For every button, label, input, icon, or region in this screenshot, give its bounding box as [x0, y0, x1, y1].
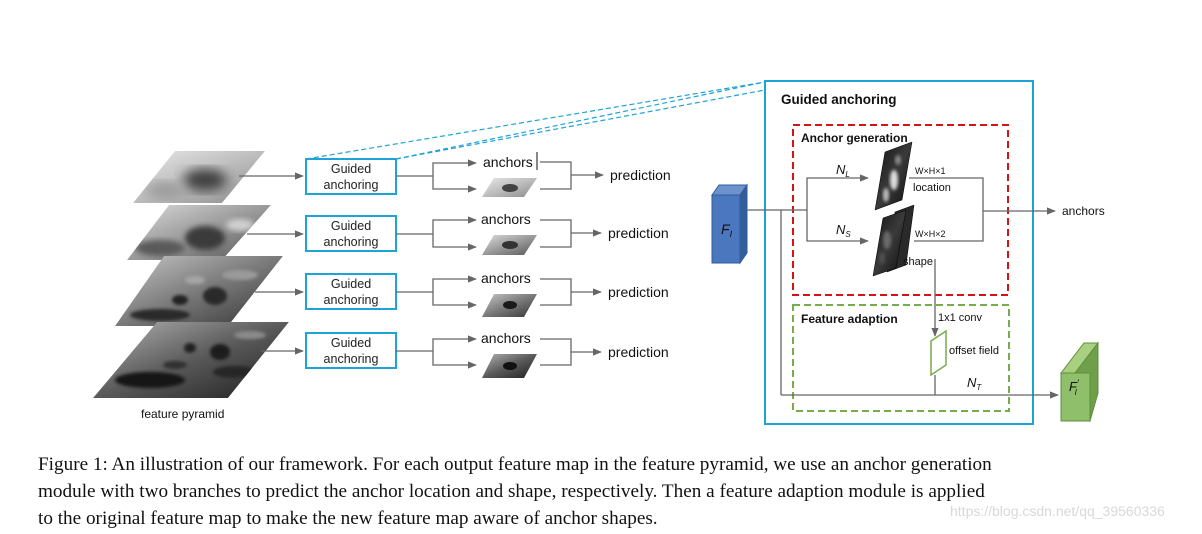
conv-label: 1x1 conv [938, 312, 983, 324]
output-feature-label: F′I [1069, 378, 1079, 397]
level-row-1: Guided anchoring anchors prediction [305, 152, 671, 197]
guided-anchoring-module-2 [305, 215, 397, 252]
prediction-label-4: prediction [608, 344, 669, 360]
shape-branch-label: NS [836, 222, 851, 239]
module-1-label-line2: anchoring [324, 178, 379, 192]
anchors-label-4: anchors [481, 330, 531, 346]
zoom-lines [305, 81, 766, 160]
level-row-3: Guided anchoring anchors prediction [305, 270, 669, 317]
module-1-label-line1: Guided [331, 162, 371, 176]
anchors-output-label: anchors [1062, 204, 1105, 218]
guided-anchoring-module-3 [305, 273, 397, 310]
level-row-2: Guided anchoring anchors prediction [305, 211, 669, 255]
figure-caption: Figure 1: An illustration of our framewo… [38, 451, 1188, 532]
output-feature-map: F′I [1059, 341, 1100, 423]
feature-adaption-box [792, 304, 1010, 412]
anchor-thumb-4 [482, 354, 537, 378]
feature-pyramid-label: feature pyramid [141, 407, 224, 421]
anchor-generation-title: Anchor generation [801, 131, 908, 145]
anchors-label-2: anchors [481, 211, 531, 227]
module-2-label-line1: Guided [331, 219, 371, 233]
location-dims: W×H×1 [915, 166, 946, 176]
anchors-label-3: anchors [481, 270, 531, 286]
anchors-label-1: anchors [483, 154, 533, 170]
input-feature-label: FI [721, 221, 733, 239]
feature-pyramid: feature pyramid [93, 151, 289, 421]
anchor-thumb-1 [482, 178, 537, 197]
prediction-label-3: prediction [608, 284, 669, 300]
offset-field-shape [930, 329, 947, 377]
location-branch-label: NL [836, 162, 850, 179]
input-feature-map: FI [711, 183, 748, 265]
anchor-thumb-2 [482, 235, 537, 255]
pyramid-to-module-arrows [239, 172, 304, 355]
pyramid-level-3-map [115, 256, 283, 326]
prediction-label-1: prediction [610, 167, 671, 183]
feature-adaption-title: Feature adaption [801, 312, 898, 326]
detail-frame [764, 80, 1034, 425]
shape-map [872, 204, 915, 277]
module-2-label-line2: anchoring [324, 235, 379, 249]
shape-dims: W×H×2 [915, 229, 946, 239]
pyramid-level-2-map [127, 205, 271, 260]
transform-label: NT [967, 375, 982, 392]
caption-line-3: to the original feature map to make the … [38, 508, 658, 529]
pyramid-level-1-map [133, 151, 265, 203]
offset-field-label: offset field [949, 345, 999, 357]
caption-line-2: module with two branches to predict the … [38, 481, 985, 502]
guided-anchoring-module-4 [305, 332, 397, 369]
location-name: location [913, 182, 951, 194]
module-4-label-line1: Guided [331, 336, 371, 350]
location-map [874, 141, 913, 211]
module-3-label-line2: anchoring [324, 293, 379, 307]
caption-line-1: Figure 1: An illustration of our framewo… [38, 454, 992, 475]
detail-title: Guided anchoring [781, 92, 897, 107]
guided-anchoring-detail: Guided anchoring Anchor generation Featu… [711, 80, 1105, 425]
detail-connectors [747, 174, 1059, 399]
level-row-4: Guided anchoring anchors prediction [305, 330, 669, 378]
watermark: https://blog.csdn.net/qq_39560336 [950, 503, 1165, 519]
module-3-label-line1: Guided [331, 277, 371, 291]
prediction-label-2: prediction [608, 225, 669, 241]
pyramid-level-4-map [93, 322, 289, 398]
anchor-thumb-3 [482, 294, 537, 317]
module-4-label-line2: anchoring [324, 352, 379, 366]
shape-name: shape [903, 256, 933, 268]
